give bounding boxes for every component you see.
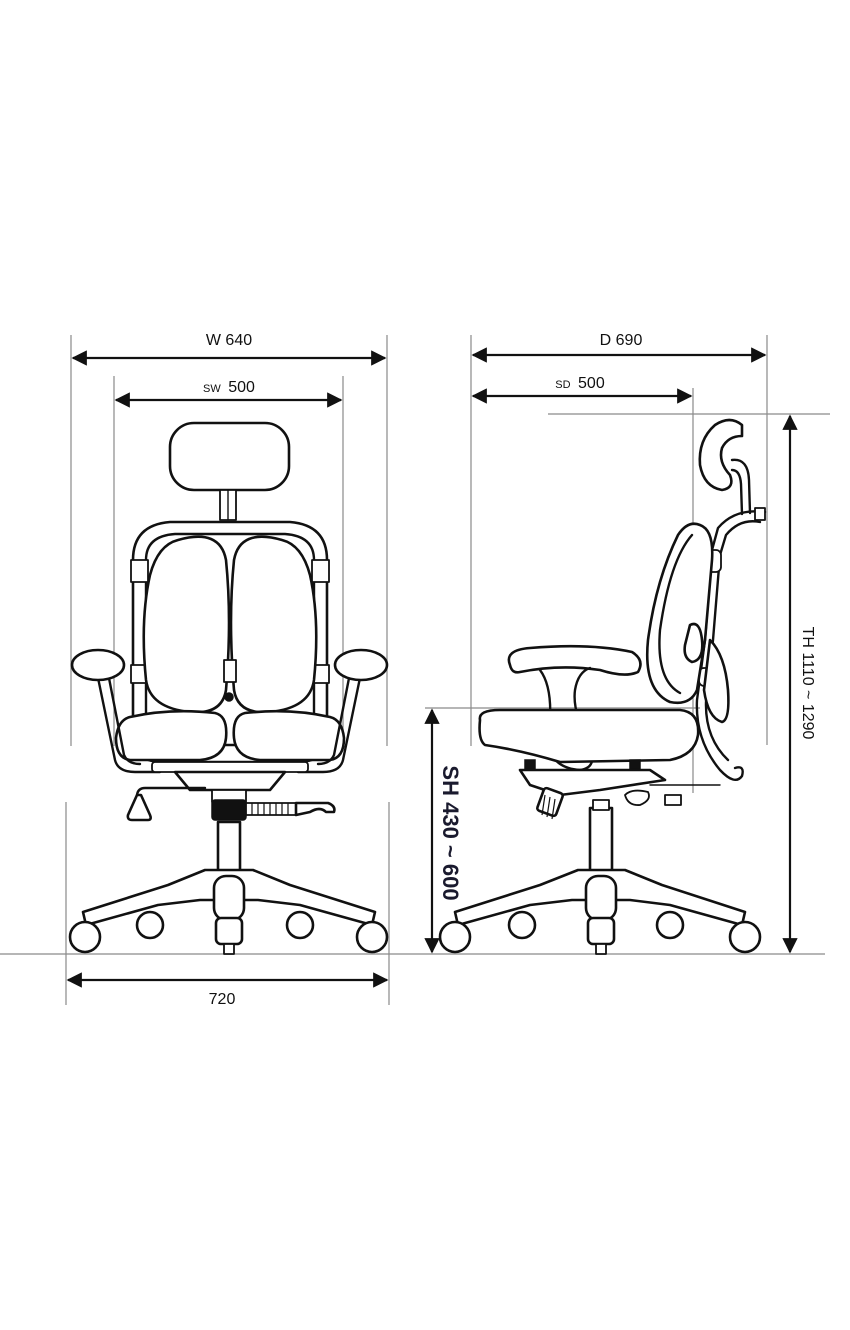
headrest	[168, 421, 291, 492]
tilt-knob-side[interactable]	[536, 786, 564, 818]
back-pad-right	[229, 535, 318, 714]
gas-cylinder-side	[588, 806, 614, 875]
seat-side	[478, 708, 700, 764]
armrest-right	[296, 671, 363, 774]
seat-depth-value: 500	[578, 375, 605, 392]
headrest-side	[698, 418, 744, 492]
depth-label: D 690	[600, 332, 643, 349]
seat-depth-label: SD 500	[555, 375, 605, 392]
armrest-pad-right	[333, 648, 389, 682]
casters-side-view	[438, 910, 762, 955]
seat-depth-prefix: SD	[555, 379, 570, 391]
casters-front-view	[68, 910, 389, 955]
gas-cylinder	[216, 820, 242, 874]
front-view-dimensions: W 640 SW 500 720	[65, 332, 390, 1008]
side-view-chair	[438, 418, 767, 955]
tilt-handle[interactable]	[126, 793, 152, 822]
seat-right	[232, 709, 346, 762]
headrest-post	[730, 458, 752, 515]
width-label: W 640	[206, 332, 252, 349]
armrest-left	[95, 671, 162, 774]
seat-width-value: 500	[228, 379, 255, 396]
side-view-dimensions: D 690 SD 500 TH 1110 ~ 1290 SH 430 ~ 600	[424, 332, 830, 954]
seat-width-label: SW 500	[203, 379, 255, 396]
back-pad-left	[142, 535, 231, 714]
seat-left	[114, 709, 228, 762]
seat-height-label: SH 430 ~ 600	[438, 765, 463, 900]
back-spine	[695, 510, 767, 782]
height-knob[interactable]	[211, 799, 247, 821]
armrest-side	[507, 644, 642, 676]
seat-width-prefix: SW	[203, 383, 221, 395]
lift-lever[interactable]	[294, 801, 336, 817]
armrest-pad-left	[70, 648, 126, 682]
base-width-label: 720	[209, 991, 236, 1008]
total-height-label: TH 1110 ~ 1290	[799, 627, 816, 740]
front-view-chair	[68, 421, 389, 955]
